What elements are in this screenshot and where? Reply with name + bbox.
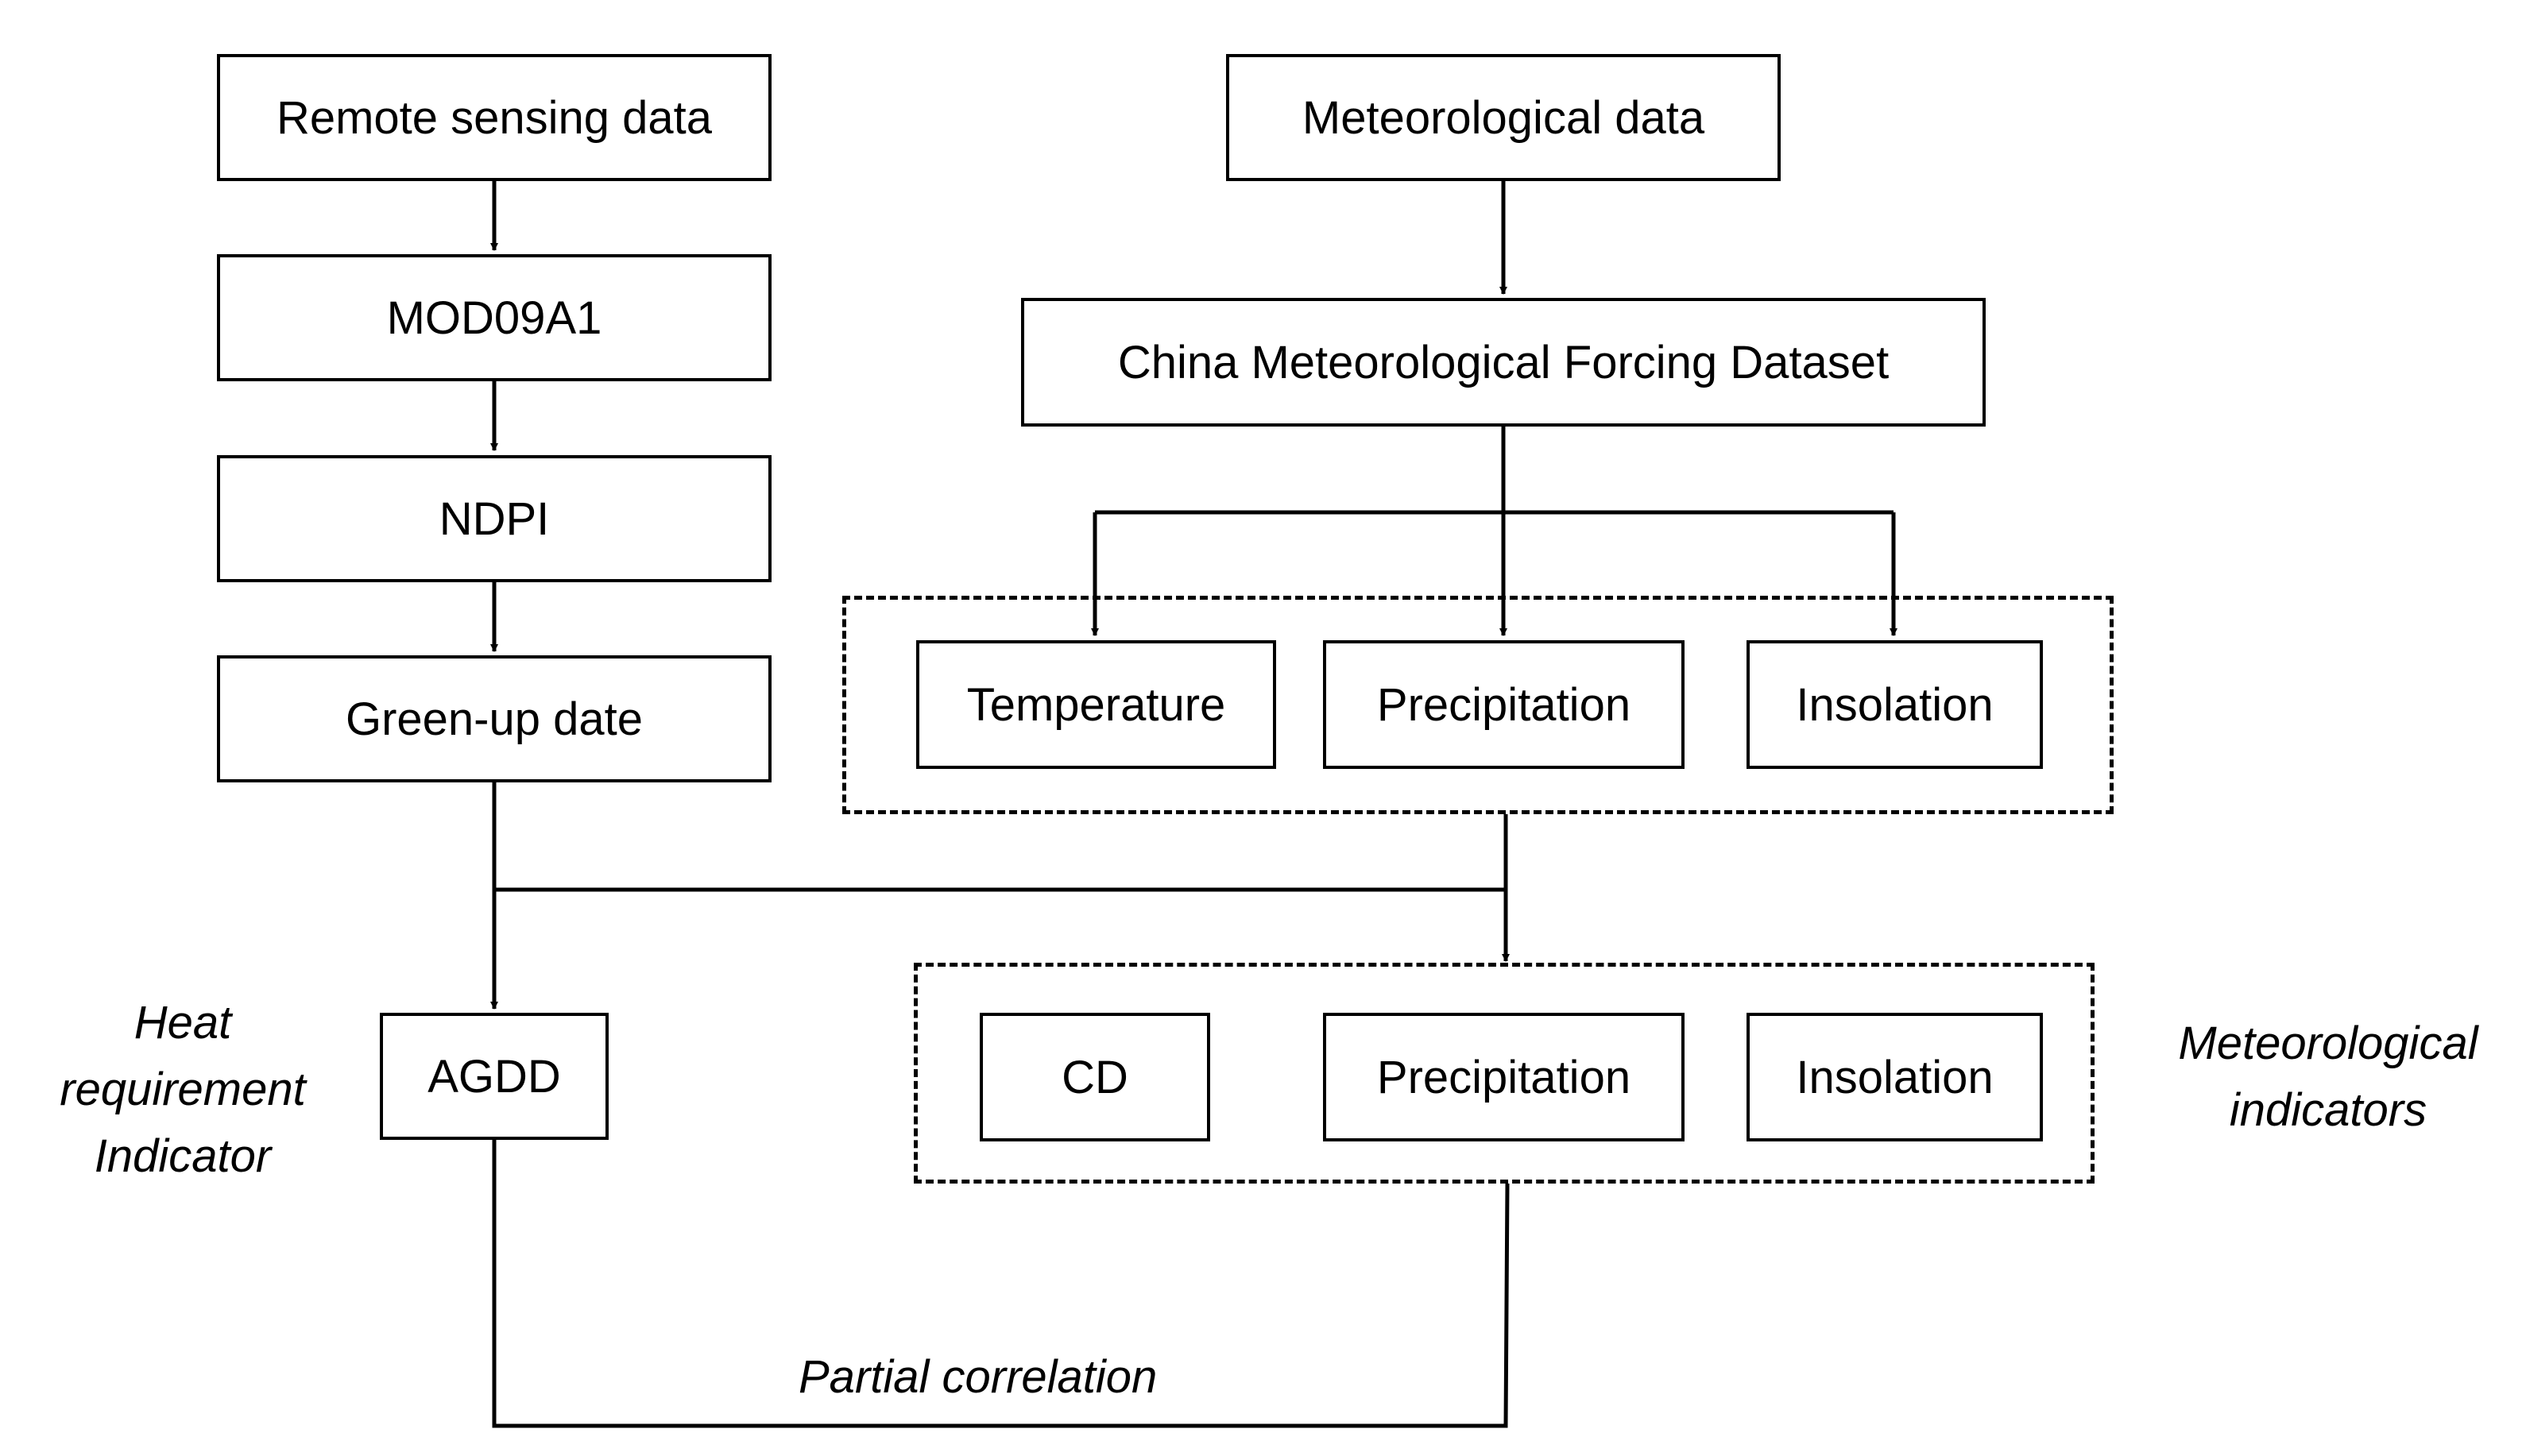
meteo-label-line-1: Meteorological (2178, 1018, 2478, 1069)
precipitation-box: Precipitation (1323, 640, 1685, 769)
green-up-date-box: Green-up date (217, 655, 772, 782)
cmfd-box: China Meteorological Forcing Dataset (1021, 298, 1986, 427)
meteorological-variables-group (842, 596, 2114, 814)
ndpi-box: NDPI (217, 455, 772, 582)
meteo-label-line-2: indicators (2229, 1084, 2427, 1136)
meteorological-indicators-group (914, 963, 2095, 1184)
heat-requirement-indicator-label: Heat requirement Indicator (32, 990, 334, 1190)
heat-label-line-2: requirement (60, 1064, 306, 1115)
temperature-box: Temperature (916, 640, 1276, 769)
mod09a1-box: MOD09A1 (217, 254, 772, 381)
meteorological-data-box: Meteorological data (1226, 54, 1781, 181)
heat-label-line-3: Indicator (94, 1130, 272, 1182)
partial-correlation-label: Partial correlation (799, 1351, 1158, 1403)
cd-box: CD (980, 1013, 1210, 1141)
meteorological-indicators-label: Meteorological indicators (2145, 1010, 2511, 1144)
heat-label-line-1: Heat (133, 997, 232, 1049)
insolation-box: Insolation (1747, 640, 2043, 769)
connector-partial-correlation (492, 1140, 1510, 1428)
precipitation-indicator-box: Precipitation (1323, 1013, 1685, 1141)
insolation-indicator-box: Insolation (1747, 1013, 2043, 1141)
agdd-box: AGDD (380, 1013, 609, 1140)
remote-sensing-data-box: Remote sensing data (217, 54, 772, 181)
